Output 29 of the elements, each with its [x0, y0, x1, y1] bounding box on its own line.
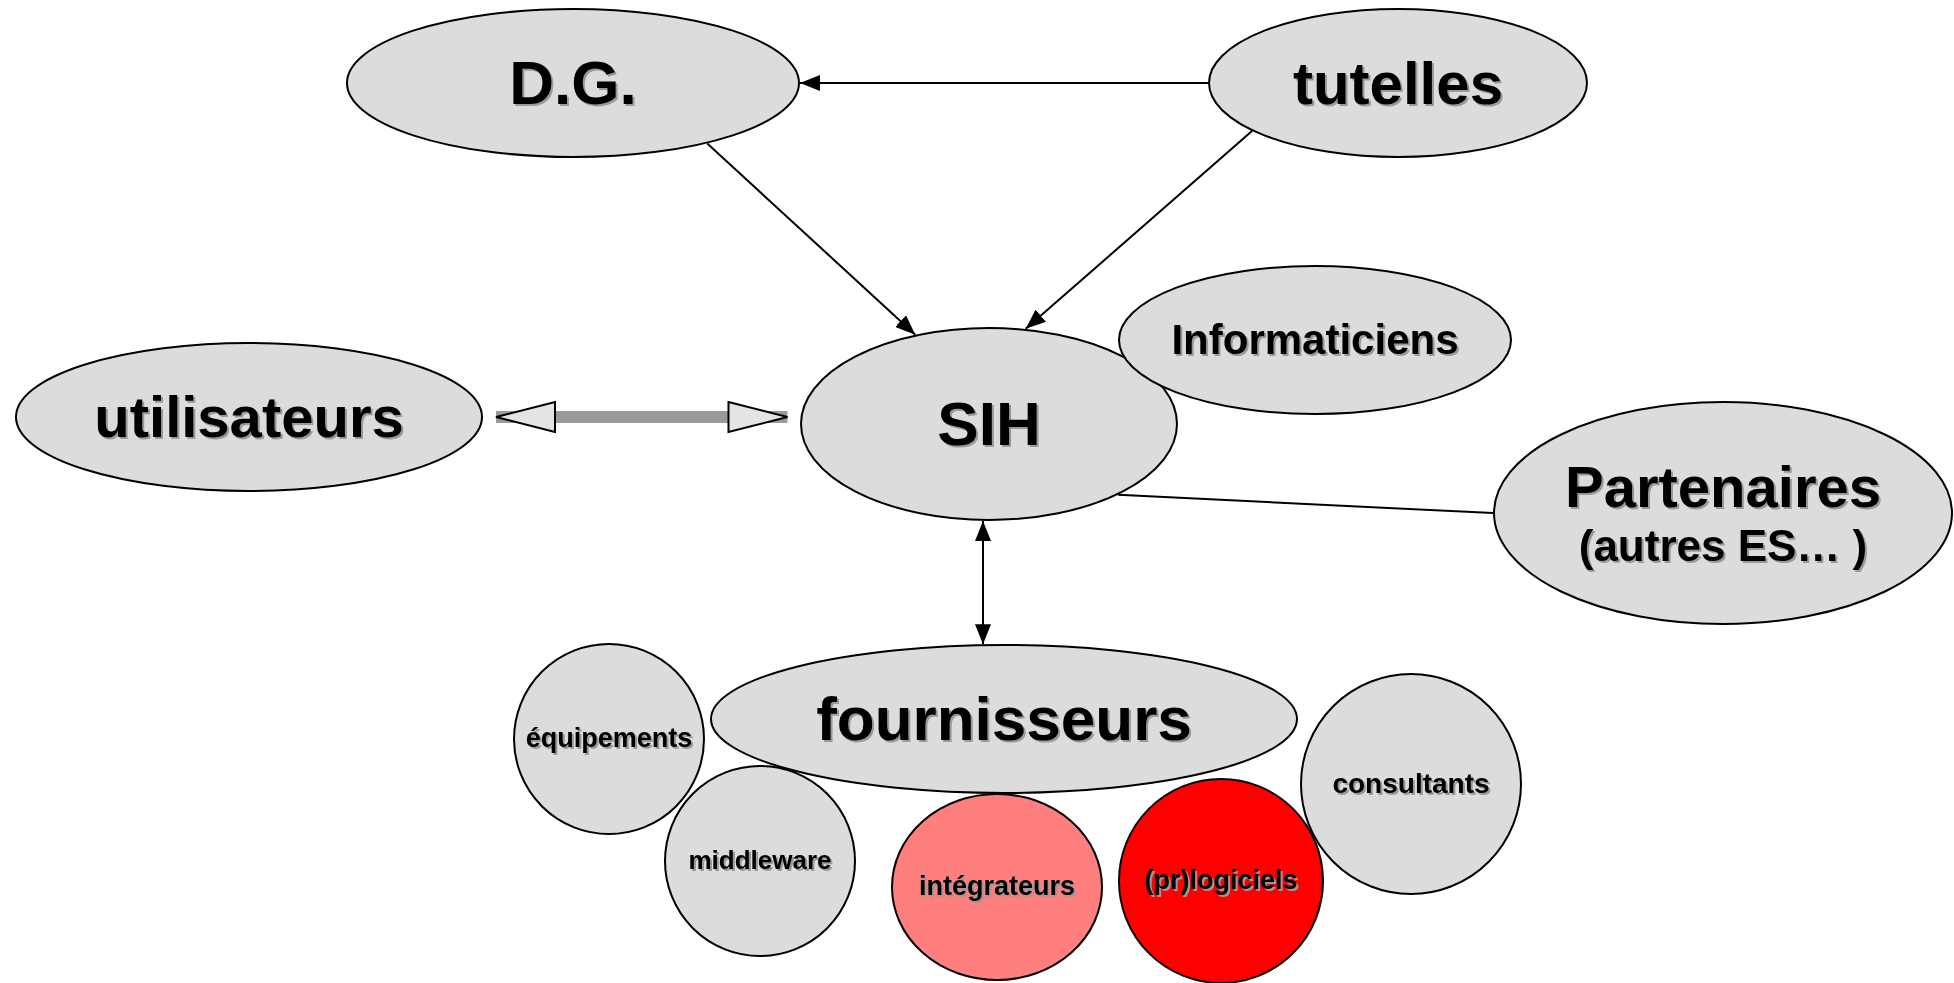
- node-label: SIH: [937, 388, 1041, 460]
- ellipse-node: [1118, 265, 1512, 415]
- double-arrow: [975, 519, 991, 646]
- node-label: Informaticiens: [1171, 315, 1459, 365]
- node-label: équipements: [525, 723, 693, 755]
- circle-node: [513, 643, 705, 835]
- ellipse-node: [1493, 401, 1953, 625]
- node-label: (pr)logiciels: [1144, 865, 1298, 897]
- node-label: intégrateurs: [918, 871, 1075, 903]
- arrow: [706, 142, 917, 336]
- node-label: middleware: [688, 846, 832, 876]
- ellipse-node: [346, 8, 800, 158]
- node-label: (autres ES… ): [1578, 521, 1868, 572]
- circle-node: [664, 765, 856, 957]
- arrow: [1024, 130, 1253, 330]
- ellipse-node: [1208, 8, 1588, 158]
- ellipse-node: [710, 644, 1298, 794]
- node-label: consultants: [1332, 767, 1490, 801]
- connector-line: [1117, 493, 1494, 515]
- ellipse-node: [15, 342, 483, 492]
- node-label: fournisseurs: [816, 683, 1192, 755]
- node-label: Partenaires: [1565, 454, 1881, 522]
- node-label: D.G.: [509, 47, 637, 119]
- node-label: tutelles: [1292, 48, 1504, 118]
- circle-node: [1300, 673, 1522, 895]
- node-label: utilisateurs: [94, 383, 404, 451]
- arrow: [799, 75, 1209, 91]
- double-arrow: [495, 401, 789, 433]
- ellipse-node: [891, 793, 1103, 981]
